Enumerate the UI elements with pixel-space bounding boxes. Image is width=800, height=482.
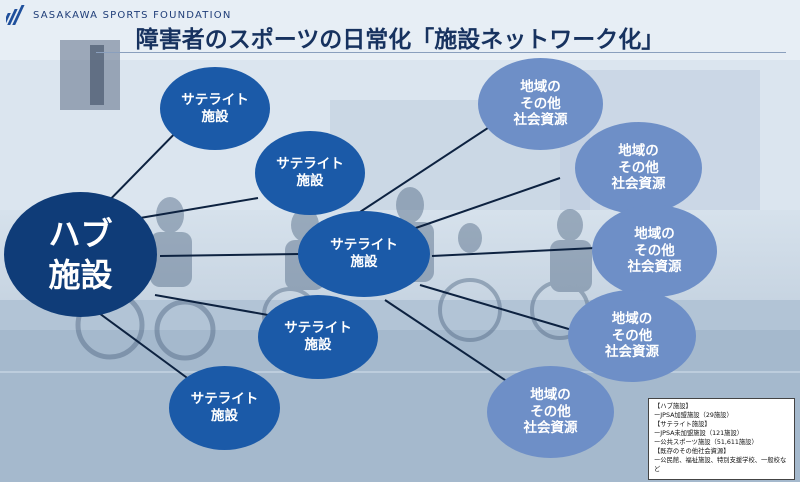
satellite-node-4: サテライト 施設: [258, 295, 378, 379]
logo-mark-icon: [6, 5, 25, 25]
legend-satellite-item-2: ー公共スポーツ施設（51,611施設）: [654, 438, 758, 446]
satellite-node-5-label: サテライト 施設: [190, 391, 259, 424]
link-center-resource-2: [409, 177, 561, 231]
hub-node: ハブ 施設: [4, 192, 157, 317]
link-center-resource-5: [384, 299, 521, 391]
resource-node-2-label: 地域の その他 社会資源: [611, 142, 666, 193]
legend-satellite-item-1: ーJPSA未加盟施設（121施設）: [654, 429, 744, 437]
legend-hub-heading: 【ハブ施設】: [654, 403, 692, 410]
satellite-node-2: サテライト 施設: [255, 131, 365, 215]
resource-node-2: 地域の その他 社会資源: [575, 122, 702, 214]
link-center-resource-3: [431, 247, 596, 257]
legend-box: 【ハブ施設】 ーJPSA加盟施設（29施設） 【サテライト施設】 ーJPSA未加…: [648, 398, 795, 480]
link-hub-satellite-5: [87, 304, 191, 381]
satellite-node-1-label: サテライト 施設: [181, 91, 249, 125]
satellite-node-4-label: サテライト 施設: [284, 320, 352, 353]
resource-node-3: 地域の その他 社会資源: [592, 205, 717, 297]
satellite-node-1: サテライト 施設: [160, 67, 270, 150]
link-center-resource-1: [359, 119, 501, 213]
satellite-node-center-label: サテライト 施設: [330, 237, 398, 270]
legend-satellite-heading: 【サテライト施設】: [654, 420, 711, 428]
hub-node-label: ハブ 施設: [48, 214, 113, 294]
link-hub-satellite-2: [139, 197, 259, 219]
link-hub-satellite-4: [154, 294, 269, 316]
resource-node-5-label: 地域の その他 社会資源: [523, 386, 578, 437]
link-center-resource-4: [419, 284, 573, 331]
resource-node-1: 地域の その他 社会資源: [478, 58, 603, 150]
org-name: SASAKAWA SPORTS FOUNDATION: [33, 9, 232, 21]
title-divider: [96, 52, 786, 53]
foundation-logo: SASAKAWA SPORTS FOUNDATION: [6, 4, 232, 26]
legend-hub-item: ーJPSA加盟施設（29施設）: [654, 411, 733, 419]
resource-node-3-label: 地域の その他 社会資源: [627, 225, 682, 276]
resource-node-4-label: 地域の その他 社会資源: [605, 310, 659, 361]
page-title: 障害者のスポーツの日常化「施設ネットワーク化」: [135, 27, 665, 53]
resource-node-5: 地域の その他 社会資源: [487, 366, 614, 458]
legend-resource-heading: 【既存のその他社会資源】: [654, 447, 730, 455]
resource-node-4: 地域の その他 社会資源: [568, 290, 696, 382]
satellite-node-5: サテライト 施設: [169, 366, 280, 450]
satellite-node-center: サテライト 施設: [298, 211, 430, 297]
legend-resource-item: ー公民館、福祉施設、特別支援学校、一般校など: [654, 456, 787, 473]
link-hub-satellite-center: [159, 253, 301, 257]
resource-node-1-label: 地域の その他 社会資源: [513, 78, 568, 129]
satellite-node-2-label: サテライト 施設: [276, 156, 344, 189]
